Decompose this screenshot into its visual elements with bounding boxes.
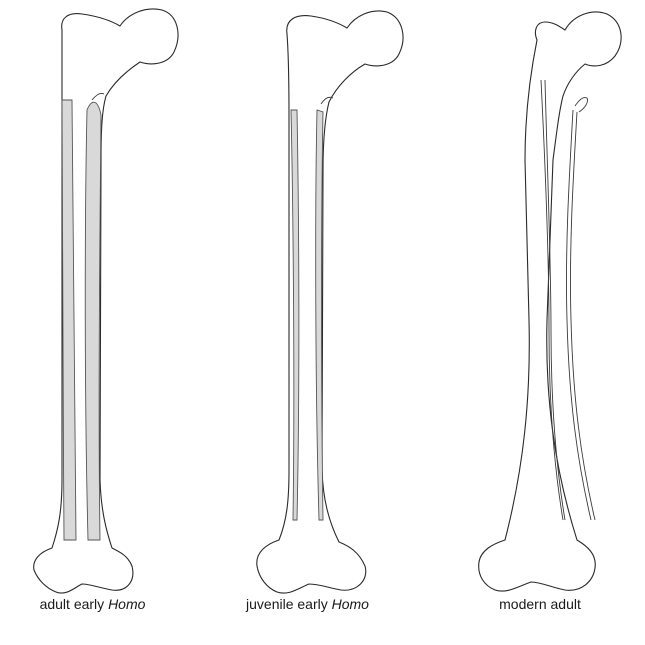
femur-adult-early-homo-drawing (0, 0, 200, 590)
cortical-line-right-outer (566, 110, 591, 520)
femur-outline (479, 12, 621, 591)
femur-outline (34, 9, 178, 593)
femur-adult-early-homo (0, 0, 200, 590)
femur-juvenile-early-homo-drawing (225, 0, 425, 590)
caption-adult-early-homo: adult early Homo (10, 595, 175, 613)
cortical-wall-right (85, 102, 101, 540)
caption-juvenile-early-homo-plain: juvenile early (246, 596, 332, 612)
cortical-line-right-inner (570, 112, 595, 520)
caption-adult-early-homo-plain: adult early (40, 596, 108, 612)
femur-juvenile-early-homo (225, 0, 425, 590)
caption-adult-early-homo-italic: Homo (108, 596, 145, 612)
lesser-trochanter-line (575, 97, 588, 112)
caption-juvenile-early-homo-italic: Homo (332, 596, 369, 612)
femur-modern-adult (445, 0, 645, 590)
femur-outline (257, 11, 403, 593)
caption-modern-adult-plain: modern adult (499, 596, 581, 612)
femur-modern-adult-drawing (445, 0, 645, 590)
caption-juvenile-early-homo: juvenile early Homo (215, 595, 400, 613)
caption-modern-adult: modern adult (475, 595, 605, 613)
